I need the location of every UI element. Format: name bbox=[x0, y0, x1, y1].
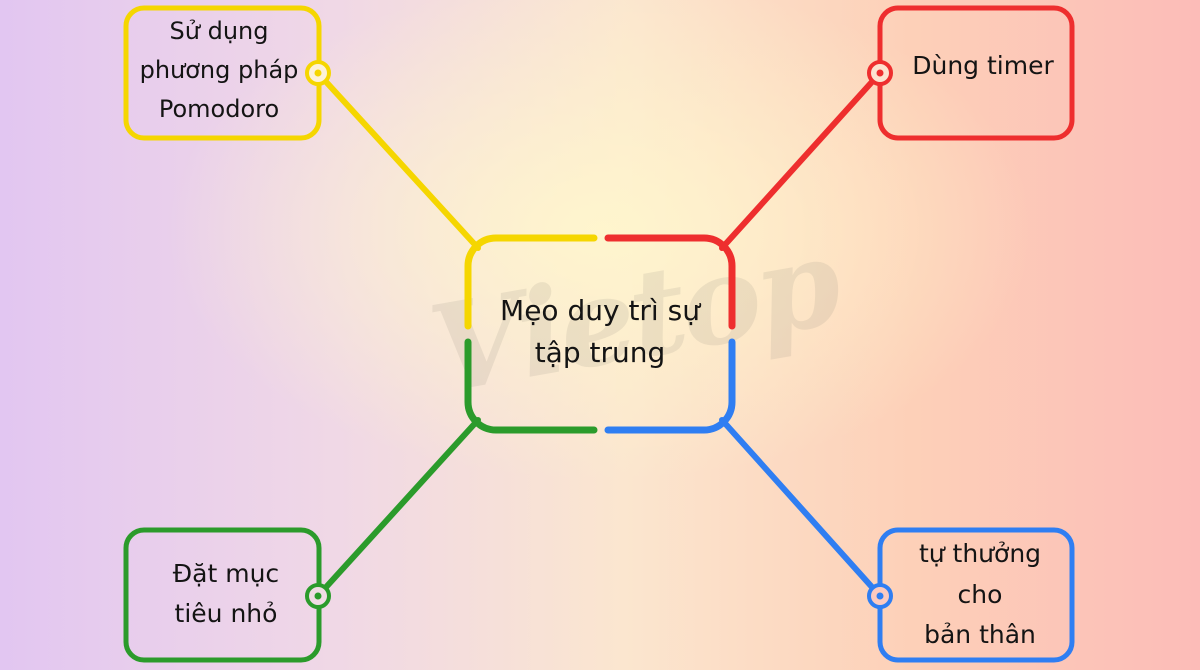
connector-bottom-right bbox=[719, 417, 883, 599]
label-line: tự thưởng bbox=[918, 539, 1042, 568]
label-bottom-right: tự thưởng cho bản thân bbox=[880, 534, 1080, 656]
center-border-yellow bbox=[464, 234, 598, 330]
center-label-line: tập trung bbox=[534, 336, 666, 369]
label-bottom-left: Đặt mục tiêu nhỏ bbox=[126, 554, 326, 634]
label-line: Pomodoro bbox=[158, 94, 280, 123]
connector-top-right bbox=[719, 70, 883, 251]
label-line: Sử dụng bbox=[169, 17, 269, 45]
ring-top-right bbox=[867, 60, 893, 86]
label-line: Dùng timer bbox=[912, 51, 1054, 80]
center-border-red bbox=[604, 234, 736, 330]
label-line: bản thân bbox=[924, 620, 1036, 649]
label-top-right: Dùng timer bbox=[890, 48, 1076, 84]
center-border-blue bbox=[604, 338, 736, 434]
label-line: tiêu nhỏ bbox=[174, 599, 278, 628]
label-line: Đặt mục bbox=[172, 559, 280, 588]
ring-top-left bbox=[305, 60, 331, 86]
connector-top-left bbox=[315, 70, 481, 251]
center-label: Mẹo duy trì sự tập trung bbox=[470, 290, 730, 374]
center-label-line: Mẹo duy trì sự bbox=[500, 294, 700, 327]
ring-bottom-left bbox=[305, 583, 331, 609]
ring-bottom-right bbox=[867, 583, 893, 609]
label-line: cho bbox=[957, 579, 1003, 609]
label-top-left: Sử dụng phương pháp Pomodoro bbox=[126, 12, 312, 129]
label-line: phương pháp bbox=[139, 55, 299, 84]
center-border-green bbox=[464, 338, 598, 434]
connector-bottom-left bbox=[315, 417, 481, 599]
